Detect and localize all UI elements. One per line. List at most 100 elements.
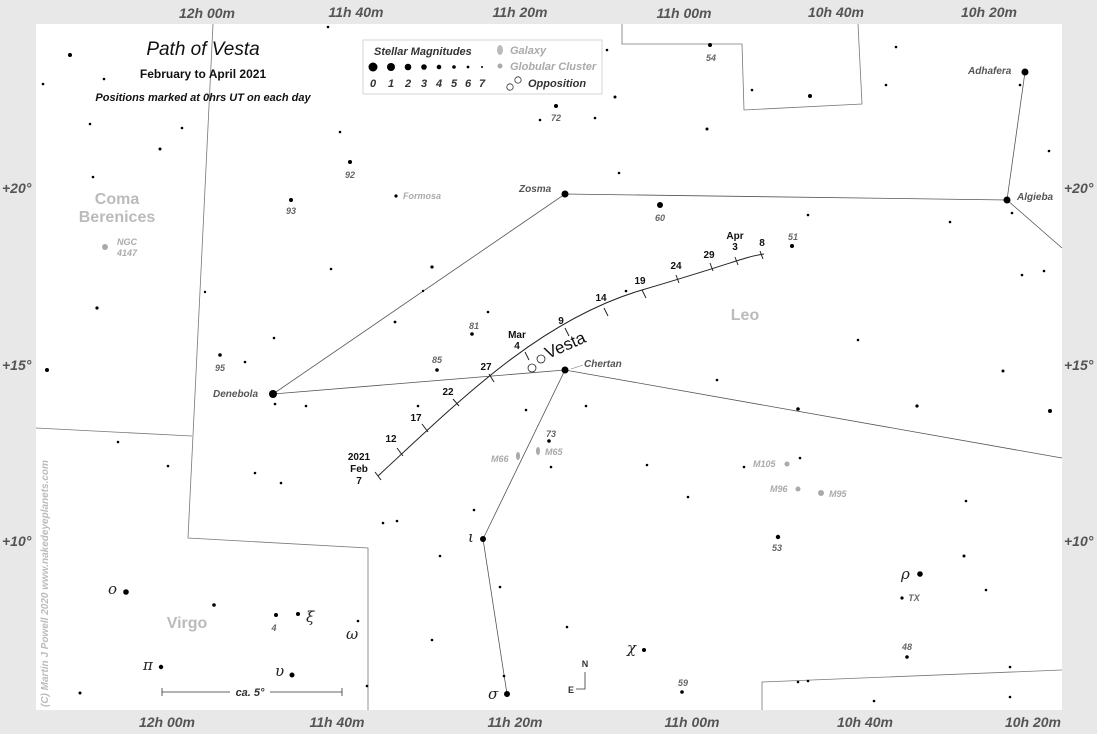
chart-area bbox=[36, 24, 1062, 710]
flamsteed-labels: 54 72 92 93 60 51 81 85 95 73 53 4 59 48… bbox=[215, 53, 921, 688]
legend-galaxy: Galaxy bbox=[510, 45, 547, 57]
legend-mag: 1 bbox=[388, 78, 394, 90]
label-feb27: 27 bbox=[480, 362, 492, 373]
label-algieba: Algieba bbox=[1016, 192, 1054, 203]
label-m65: M65 bbox=[545, 447, 564, 457]
compass-north: N bbox=[582, 659, 589, 669]
label-rho: ρ bbox=[900, 565, 910, 583]
legend-mag: 3 bbox=[421, 78, 427, 90]
dec-label-left: +15° bbox=[2, 357, 32, 373]
named-star-dots bbox=[123, 43, 1029, 697]
label-apr3: 3 bbox=[732, 242, 738, 253]
label-54: 54 bbox=[706, 53, 716, 63]
vesta-path-ticks bbox=[374, 250, 764, 481]
label-mar29: 29 bbox=[703, 250, 715, 261]
compass: N E bbox=[568, 659, 588, 695]
label-73: 73 bbox=[546, 429, 556, 439]
star-95 bbox=[218, 353, 222, 357]
copyright: (C) Martin J Powell 2020 www.nakedeyepla… bbox=[40, 460, 51, 707]
label-feb7: 7 bbox=[356, 476, 362, 487]
ra-label-top: 10h 20m bbox=[961, 4, 1017, 20]
m95-marker bbox=[818, 490, 824, 496]
legend-mag: 5 bbox=[451, 78, 458, 90]
ngc4147-marker bbox=[102, 244, 108, 250]
label-95: 95 bbox=[215, 363, 226, 373]
cluster-legend-icon bbox=[497, 63, 503, 69]
deep-sky-objects bbox=[102, 244, 824, 496]
legend-heading: Stellar Magnitudes bbox=[374, 46, 472, 58]
star-93 bbox=[289, 198, 293, 202]
chertan-star bbox=[561, 366, 569, 374]
xi-star bbox=[296, 612, 300, 616]
star-48 bbox=[905, 655, 909, 659]
label-apr: Apr bbox=[726, 231, 743, 242]
constellation-leo: Leo bbox=[731, 307, 760, 324]
label-m96: M96 bbox=[770, 484, 789, 494]
scale-label: ca. 5° bbox=[236, 687, 265, 699]
label-53: 53 bbox=[772, 543, 782, 553]
opposition-legend-icon bbox=[514, 76, 522, 84]
formosa-star bbox=[394, 194, 398, 198]
ra-label-top: 11h 00m bbox=[657, 5, 712, 21]
ra-label-top: 11h 40m bbox=[329, 4, 384, 20]
label-zosma: Zosma bbox=[518, 184, 552, 195]
legend-mag: 2 bbox=[404, 78, 411, 90]
star-59 bbox=[680, 690, 684, 694]
path-date-labels: 2021 Feb 7 12 17 22 27 Mar 4 9 14 19 24 … bbox=[348, 231, 765, 487]
star-54 bbox=[708, 43, 712, 47]
label-feb17: 17 bbox=[410, 413, 422, 424]
dec-label-right: +15° bbox=[1064, 357, 1094, 373]
scale-bar: ca. 5° bbox=[161, 685, 343, 699]
label-xi: ξ bbox=[306, 608, 315, 626]
adhafera-star bbox=[1021, 68, 1029, 76]
legend-mag: 0 bbox=[370, 78, 377, 90]
label-pi: π bbox=[142, 656, 154, 674]
dec-label-right: +20° bbox=[1064, 180, 1094, 196]
label-mar14: 14 bbox=[595, 293, 607, 304]
legend-mag: 7 bbox=[479, 78, 486, 90]
upsilon-star bbox=[289, 672, 295, 678]
label-85: 85 bbox=[432, 355, 443, 365]
label-ngc-1: NGC bbox=[117, 237, 138, 247]
label-chi: χ bbox=[626, 639, 637, 657]
compass-east: E bbox=[568, 685, 574, 695]
ra-label-top: 11h 20m bbox=[493, 4, 548, 20]
ra-label-bottom: 10h 20m bbox=[1005, 714, 1061, 730]
m65-marker bbox=[536, 447, 540, 455]
legend: Stellar Magnitudes 0 1 2 3 4 5 6 7 Galax… bbox=[362, 39, 603, 95]
label-omicron: ο bbox=[108, 580, 117, 598]
label-mar24: 24 bbox=[670, 261, 682, 272]
zosma-star bbox=[561, 190, 569, 198]
label-iota: ι bbox=[468, 528, 474, 546]
star-73 bbox=[547, 439, 551, 443]
chart-subtitle: February to April 2021 bbox=[140, 67, 267, 81]
label-59: 59 bbox=[678, 678, 688, 688]
label-81: 81 bbox=[469, 321, 479, 331]
label-chertan: Chertan bbox=[584, 359, 622, 370]
label-denebola: Denebola bbox=[213, 389, 258, 400]
label-feb12: 12 bbox=[385, 434, 397, 445]
star-81 bbox=[470, 332, 474, 336]
star-72 bbox=[554, 104, 558, 108]
label-apr8: 8 bbox=[759, 238, 765, 249]
star-51 bbox=[790, 244, 794, 248]
label-sigma: σ bbox=[488, 685, 499, 703]
label-omega: ω bbox=[346, 625, 358, 643]
m105-marker bbox=[784, 461, 790, 467]
label-mar: Mar bbox=[508, 330, 526, 341]
label-tx: TX bbox=[908, 593, 920, 603]
chi-star bbox=[642, 648, 646, 652]
iota-star bbox=[480, 536, 486, 542]
label-m66: M66 bbox=[491, 454, 510, 464]
star-85 bbox=[435, 368, 439, 372]
vesta-path bbox=[377, 253, 765, 477]
ra-label-bottom: 11h 20m bbox=[488, 714, 543, 730]
omicron-star bbox=[123, 589, 129, 595]
star-53 bbox=[775, 534, 781, 540]
constellation-boundaries bbox=[35, 23, 1063, 710]
chart-title: Path of Vesta bbox=[146, 39, 259, 60]
dso-labels: NGC 4147 M66 M65 M105 M96 M95 bbox=[116, 237, 848, 499]
chart-note: Positions marked at 0hrs UT on each day bbox=[95, 92, 311, 104]
label-mar19: 19 bbox=[634, 276, 646, 287]
opposition-marker bbox=[536, 354, 546, 364]
